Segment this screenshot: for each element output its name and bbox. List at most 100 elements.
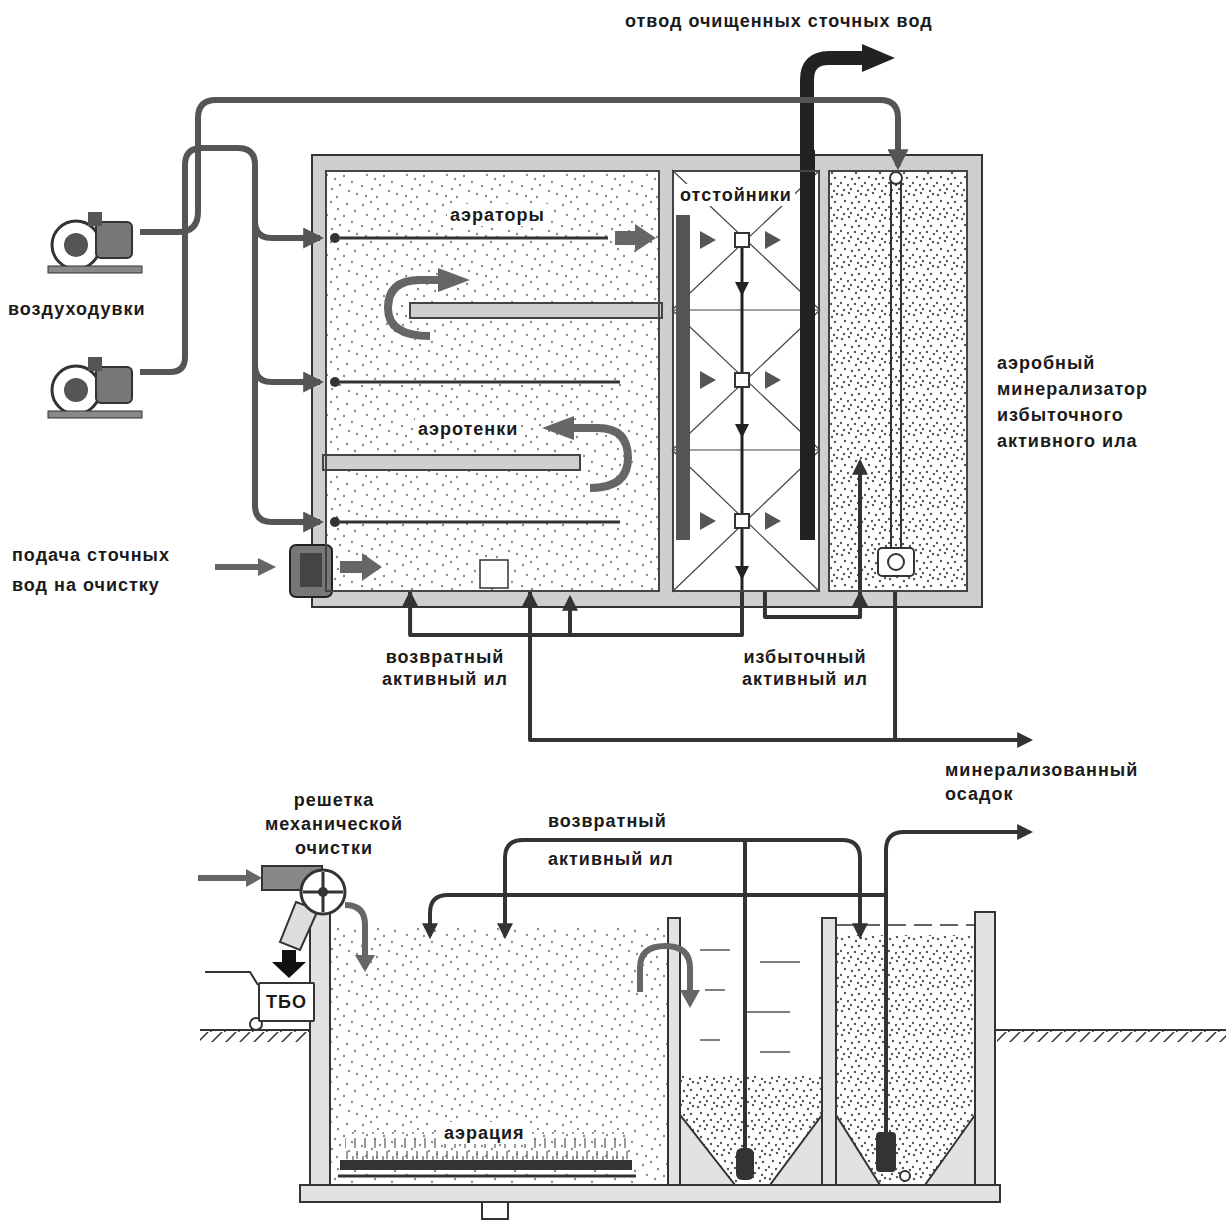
tank-section [330,928,668,1185]
settler-parts [676,150,815,592]
settler-hoppers [672,170,820,592]
mineralizer-tank: аэробный минерализатор избыточного актив… [828,170,968,592]
settler-parts [700,231,716,249]
inlet [215,564,260,570]
node-label: аэротенки [415,418,521,440]
overflow-arrow [640,946,690,992]
tank-plan [325,170,660,592]
tank-section [300,1185,1000,1202]
settler-hoppers [672,170,820,592]
annotation: возвратный активный ил [548,802,723,878]
screen [355,955,375,972]
settler-parts [735,514,749,528]
tank-section [310,912,330,1190]
tank-section [836,1115,880,1185]
settler-parts [700,371,716,389]
sludge-pipe [568,598,572,635]
sludge-pump [736,1148,754,1180]
inlet [340,553,382,581]
tank-section [700,950,800,1052]
screen [301,870,345,914]
aerator [340,521,620,524]
air-pipes [140,100,898,522]
tank-section [822,918,836,1186]
blower [88,212,102,226]
tank-plan [410,303,662,318]
air-pipes [255,221,320,238]
settler-parts [735,373,749,387]
tank-section [836,924,975,926]
aerator [330,233,340,243]
settler-parts [765,371,781,389]
sludge-pipe [895,738,1030,742]
settler-parts [735,566,749,580]
annotation: подача сточных вод на очистку [12,540,192,600]
inlet [215,545,508,597]
edge-label: избыточный активный ил [725,646,885,690]
screen [198,866,375,978]
blower [64,378,88,402]
cart [205,972,258,985]
mineralizer-parts [860,172,914,590]
settler-parts [735,282,749,296]
blower [96,367,132,403]
tank-section [200,912,1226,1219]
node-label: аэрация [441,1122,528,1144]
return-pipes [430,895,886,936]
air-pipes [255,365,320,382]
tank-section [680,1075,822,1185]
blower [64,233,88,257]
overflow-arrow [640,946,700,1008]
inlet [258,558,276,576]
settler-parts [765,512,781,530]
aerator [340,237,608,240]
outlet-pipe [862,44,895,72]
flow-arrow [438,268,470,292]
node-label: ТБО [266,991,307,1013]
aeration-tank-section: аэрация [330,918,668,1185]
sludge-pump [876,1132,896,1172]
tank-plan [828,170,968,592]
mineralizer-parts [858,462,862,590]
screen [246,869,262,887]
sludge-line [410,592,742,635]
tank-section [925,1115,975,1185]
tank-plan [323,455,580,470]
tank-section [668,918,680,1186]
tank-section [975,912,995,1190]
screen [272,950,306,978]
mineralizer-parts [890,172,902,184]
screen [345,905,365,956]
return-pipes [886,832,1030,1132]
tank-section [770,1115,822,1185]
sludge-pump [736,1132,910,1181]
tank-section [836,935,975,1185]
settler-parts [765,231,781,249]
cart [205,972,262,1030]
aerator [330,224,656,527]
blower [88,357,102,371]
blower [52,221,100,269]
waste-bin: ТБО [258,982,315,1022]
blower [96,222,132,258]
aerator [330,377,340,387]
blower [48,266,142,273]
tank-section [482,1202,508,1219]
edge-label: возвратный активный ил [365,646,525,690]
settler-parts [676,215,690,540]
settler-parts [741,247,744,592]
flow-arrow [542,416,574,440]
settler-tank: отстойники [672,170,820,592]
screen [303,872,343,912]
settler-parts [735,424,749,438]
tank-section [200,1031,310,1042]
sludge-line [530,592,895,740]
blower [52,366,100,414]
annotation: минерализованный осадок [945,758,1175,806]
diffusers [340,1160,632,1170]
flow-arrow [388,280,440,336]
tank-plan [312,155,982,607]
